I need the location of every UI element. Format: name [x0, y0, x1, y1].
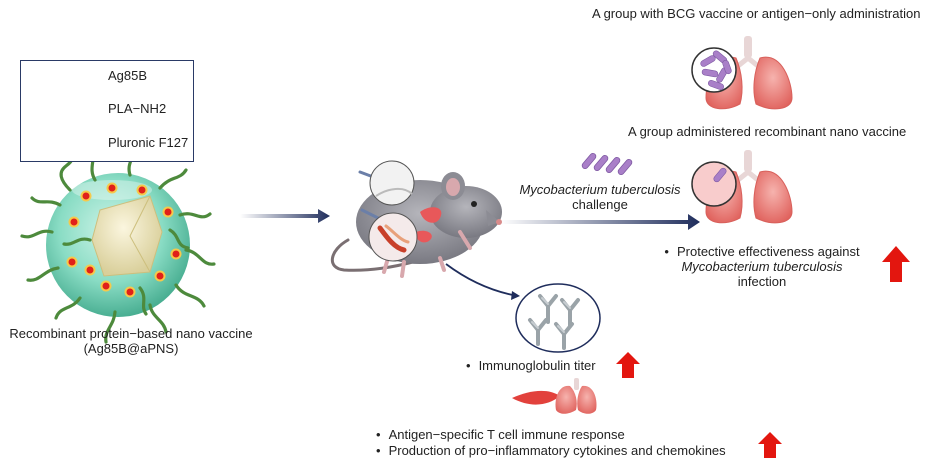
- protection-line2: Mycobacterium tuberculosis: [681, 259, 843, 274]
- spleen-icon: [512, 390, 560, 405]
- legend-label-ag85b: Ag85B: [108, 68, 148, 83]
- mouse-illustration: [331, 172, 502, 278]
- nanoparticle-illustration: [20, 144, 216, 344]
- vaccine-caption-line1: Recombinant protein−based nano vaccine: [9, 326, 253, 341]
- arrow-challenge-to-lung: [500, 214, 700, 230]
- vaccine-caption: Recombinant protein−based nano vaccine (…: [6, 326, 256, 356]
- injection-inset-bottom: [360, 208, 418, 262]
- cytokines-text: Production of pro−inflammatory cytokines…: [388, 443, 726, 458]
- challenge-organism: Mycobacterium tuberculosis: [519, 182, 681, 197]
- arrow-vaccine-to-mouse: [240, 209, 330, 223]
- injection-inset-top: [358, 160, 415, 206]
- nano-group-label: A group administered recombinant nano va…: [628, 124, 907, 139]
- tcell-outcome: Antigen−specific T cell immune response: [376, 427, 625, 442]
- protection-outcome: Protective effectiveness against Mycobac…: [650, 244, 874, 289]
- up-arrow-immunoglobulin-icon: [616, 352, 640, 378]
- up-arrow-cytokines-icon: [758, 432, 782, 458]
- cytokines-outcome: Production of pro−inflammatory cytokines…: [376, 443, 726, 458]
- tcell-text: Antigen−specific T cell immune response: [388, 427, 625, 442]
- up-arrow-protection-icon: [882, 246, 910, 282]
- protection-line3: infection: [737, 274, 787, 289]
- legend-label-pla-nh2: PLA−NH2: [108, 101, 167, 116]
- small-lung-icon: [555, 378, 597, 414]
- challenge-label: Mycobacterium tuberculosis challenge: [508, 182, 692, 212]
- challenge-word: challenge: [572, 197, 628, 212]
- bcg-group-label: A group with BCG vaccine or antigen−only…: [592, 6, 921, 21]
- immunoglobulin-text: Immunoglobulin titer: [478, 358, 596, 373]
- antibody-illustration: [515, 283, 601, 353]
- arrow-mouse-to-antibody: [445, 263, 519, 297]
- legend-box: [20, 60, 194, 162]
- lung-nano-group: [691, 150, 793, 224]
- protection-line1: Protective effectiveness against: [650, 244, 874, 259]
- vaccine-caption-line2: (Ag85B@aPNS): [83, 341, 179, 356]
- protection-line1-text: Protective effectiveness against: [676, 244, 860, 259]
- immunoglobulin-outcome: Immunoglobulin titer: [466, 358, 596, 373]
- lung-bcg-group: [691, 36, 793, 110]
- bacteria-icon: [581, 153, 633, 175]
- legend-label-pluronic: Pluronic F127: [108, 135, 189, 150]
